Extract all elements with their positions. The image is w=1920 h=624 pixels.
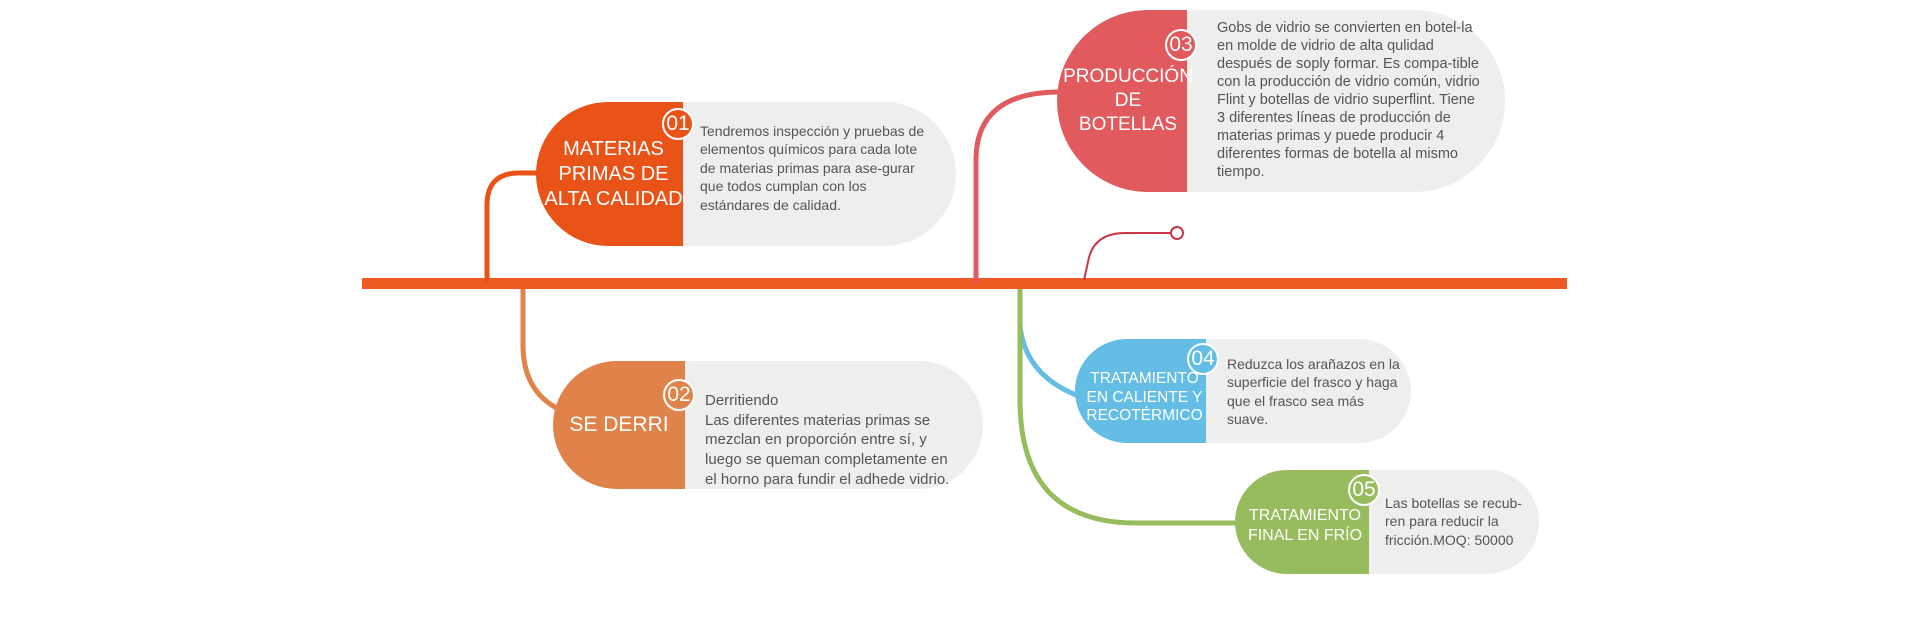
connector-03: [973, 89, 1070, 283]
step-02-title: SE DERRI: [569, 412, 669, 436]
step-04-number-badge: 04: [1187, 343, 1219, 375]
connector-end-dot: [1170, 226, 1184, 240]
step-01-number-badge: 01: [662, 108, 694, 140]
step-02-description-box: Derritiendo Las diferentes materias prim…: [663, 361, 983, 489]
step-04-description: Reduzca los arañazos en la superficie de…: [1227, 356, 1400, 428]
small-connector: [1083, 232, 1170, 281]
step-03-number: 03: [1169, 33, 1193, 56]
step-05-description-box: Las botellas se recub-ren para reducir l…: [1365, 470, 1539, 574]
step-02-title-box: SE DERRI: [553, 361, 685, 489]
step-05-number-badge: 05: [1348, 474, 1380, 506]
step-05-number: 05: [1352, 478, 1376, 501]
step-02: Derritiendo Las diferentes materias prim…: [553, 361, 983, 489]
step-03-description-box: Gobs de vidrio se convierten en botel-la…: [1187, 10, 1505, 192]
step-01-number: 01: [666, 112, 690, 135]
step-04-description-box: Reduzca los arañazos en la superficie de…: [1205, 339, 1411, 443]
step-01-description-box: Tendremos inspección y pruebas de elemen…: [666, 102, 956, 246]
step-02-number-badge: 02: [663, 379, 695, 411]
step-03-title: PRODUCCIÓN DE BOTELLAS: [1063, 66, 1193, 135]
step-02-description: Derritiendo Las diferentes materias prim…: [705, 391, 950, 488]
step-03-number-badge: 03: [1165, 29, 1197, 61]
step-01: Tendremos inspección y pruebas de elemen…: [536, 102, 956, 246]
connector-05: [1017, 289, 1250, 526]
step-04-title-box: TRATAMIENTO EN CALIENTE Y RECOTÉRMICO: [1075, 339, 1206, 443]
step-01-title-box: MATERIAS PRIMAS DE ALTA CALIDAD: [536, 102, 683, 246]
connector-01: [484, 170, 545, 283]
step-05: Las botellas se recub-ren para reducir l…: [1235, 470, 1539, 574]
timeline-bar: [362, 278, 1567, 289]
step-05-description: Las botellas se recub-ren para reducir l…: [1385, 495, 1522, 548]
step-05-title-box: TRATAMIENTO FINAL EN FRÍO: [1235, 470, 1369, 574]
step-01-description: Tendremos inspección y pruebas de elemen…: [700, 123, 925, 213]
step-05-title: TRATAMIENTO FINAL EN FRÍO: [1247, 507, 1363, 544]
step-01-title: MATERIAS PRIMAS DE ALTA CALIDAD: [544, 137, 683, 210]
step-04-number: 04: [1191, 347, 1215, 370]
step-04-title: TRATAMIENTO EN CALIENTE Y RECOTÉRMICO: [1086, 370, 1203, 425]
step-04: Reduzca los arañazos en la superficie de…: [1075, 339, 1411, 443]
step-02-number: 02: [667, 383, 691, 406]
step-03: Gobs de vidrio se convierten en botel-la…: [1057, 10, 1505, 192]
step-03-description: Gobs de vidrio se convierten en botel-la…: [1217, 20, 1480, 180]
